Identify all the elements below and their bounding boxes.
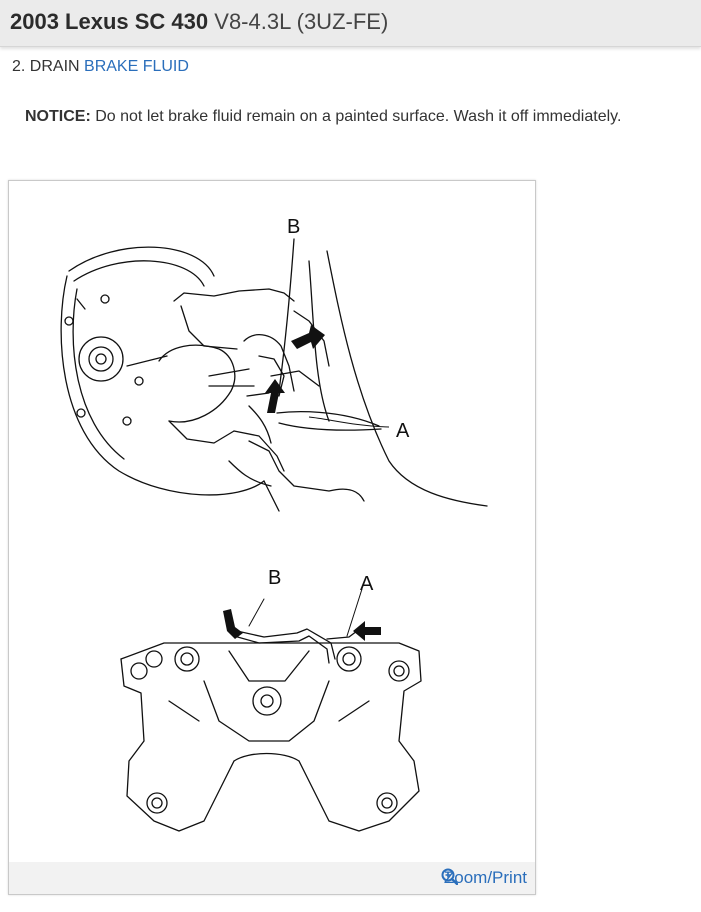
brake-fluid-link[interactable]: BRAKE FLUID bbox=[84, 58, 189, 75]
top-label-a: A bbox=[396, 420, 410, 442]
brake-caliper-illustration: B A bbox=[60, 216, 488, 832]
bottom-label-b: B bbox=[268, 567, 281, 589]
notice-label: NOTICE: bbox=[25, 108, 91, 125]
bottom-label-a: A bbox=[360, 573, 374, 595]
notice-text: Do not let brake fluid remain on a paint… bbox=[90, 108, 622, 125]
zoom-print-link[interactable]: Zoom/Print bbox=[441, 868, 527, 888]
step-2: 2. DRAIN BRAKE FLUID bbox=[12, 58, 189, 76]
figure-footer: Zoom/Print bbox=[9, 862, 535, 894]
step-2-prefix: 2. DRAIN bbox=[12, 58, 85, 75]
vehicle-model: 2003 Lexus SC 430 bbox=[10, 9, 209, 34]
top-label-b: B bbox=[287, 216, 300, 238]
zoom-print-label: Zoom/Print bbox=[443, 868, 527, 887]
vehicle-title: 2003 Lexus SC 430 V8-4.3L (3UZ-FE) bbox=[10, 9, 388, 35]
procedure-figure[interactable]: B A bbox=[8, 180, 536, 895]
vehicle-engine: V8-4.3L (3UZ-FE) bbox=[214, 9, 389, 34]
page-header: 2003 Lexus SC 430 V8-4.3L (3UZ-FE) bbox=[0, 0, 701, 47]
notice-paragraph: NOTICE: Do not let brake fluid remain on… bbox=[25, 108, 621, 126]
